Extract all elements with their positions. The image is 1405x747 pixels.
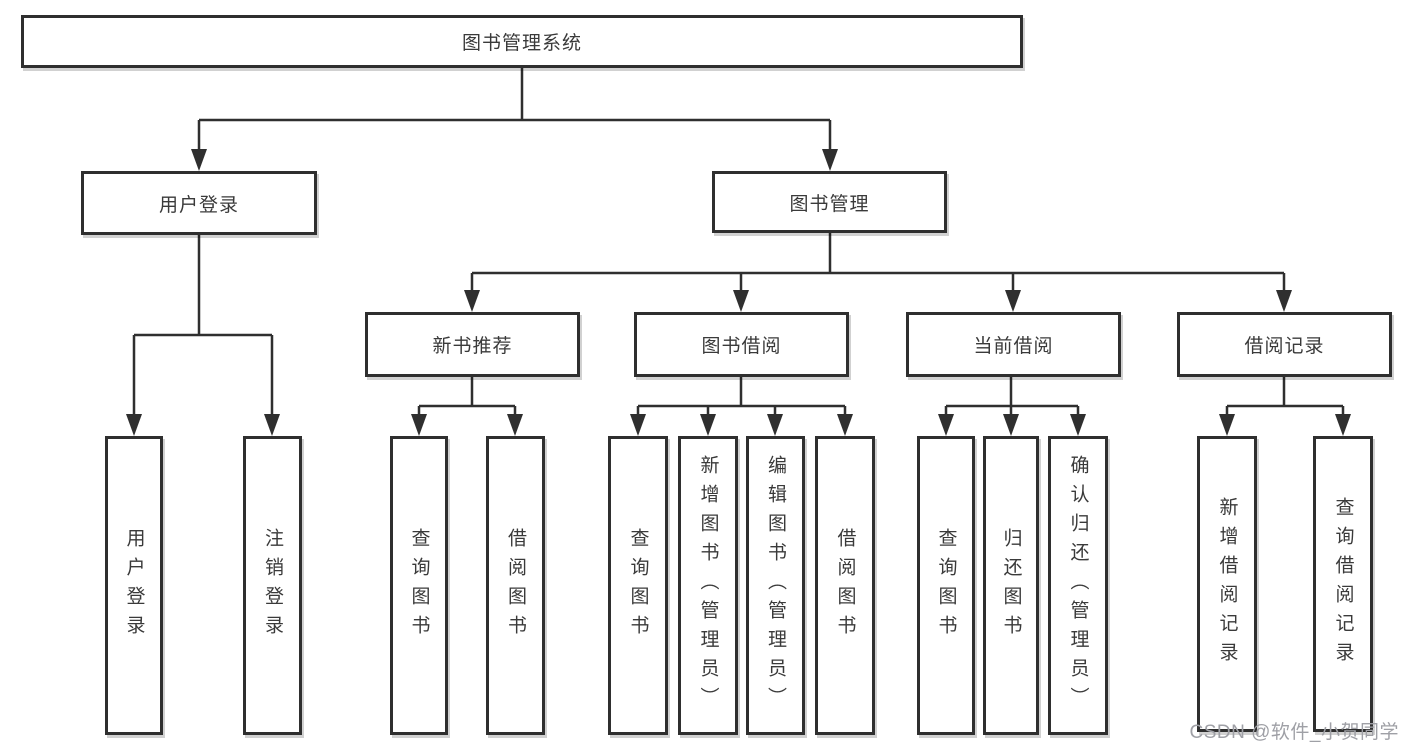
leaf-user-login: 用户登录: [105, 436, 163, 735]
leaf-nbr-borrow-book: 借阅图书: [486, 436, 545, 735]
node-book-management: 图书管理: [712, 171, 947, 233]
node-new-book-recommend: 新书推荐: [365, 312, 580, 377]
leaf-br-add-record: 新增借阅记录: [1197, 436, 1257, 732]
node-user-login: 用户登录: [81, 171, 317, 235]
leaf-bb-borrow-book: 借阅图书: [815, 436, 875, 735]
watermark: CSDN @软件_小贺同学: [1189, 722, 1399, 743]
node-library-management-system: 图书管理系统: [21, 15, 1023, 68]
leaf-nbr-query-book: 查询图书: [390, 436, 448, 735]
leaf-bb-add-book-admin: 新增图书（管理员）: [678, 436, 738, 735]
leaf-cb-return-book: 归还图书: [983, 436, 1039, 735]
node-current-borrow: 当前借阅: [906, 312, 1121, 377]
leaf-bb-edit-book-admin: 编辑图书（管理员）: [746, 436, 805, 735]
leaf-logout: 注销登录: [243, 436, 302, 735]
node-borrow-records: 借阅记录: [1177, 312, 1392, 377]
node-book-borrow: 图书借阅: [634, 312, 849, 377]
leaf-br-query-record: 查询借阅记录: [1313, 436, 1373, 732]
leaf-bb-query-book: 查询图书: [608, 436, 668, 735]
leaf-cb-confirm-return-admin: 确认归还（管理员）: [1048, 436, 1108, 735]
leaf-cb-query-book: 查询图书: [917, 436, 975, 735]
